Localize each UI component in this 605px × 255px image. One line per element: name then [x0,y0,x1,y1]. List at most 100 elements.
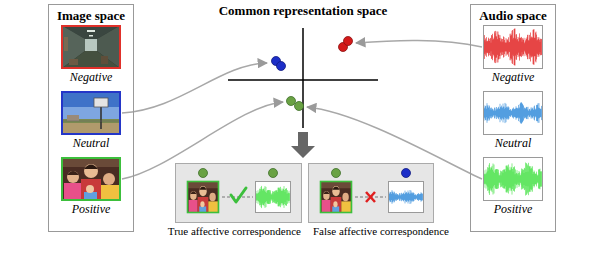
thumbnail-picture [61,157,121,201]
photo-ground [320,181,352,213]
photo-building [67,115,79,121]
waveform [484,29,542,66]
embedding-dot [332,169,341,178]
photo-doorway [85,39,97,51]
photo-person [322,200,331,213]
thumbnail-picture [483,157,543,201]
image-thumbnail: Positive [61,157,121,216]
photo-face [67,171,79,183]
wave-frame [484,92,543,135]
photo-fence [61,121,121,122]
thumbnail-border [62,92,120,134]
embedding-dot [277,62,286,71]
correspondence-box: False affective correspondence [308,163,434,223]
photo-pole [100,105,102,129]
photo-hair [84,165,98,170]
photo-face [84,164,98,178]
block-arrow [291,132,315,158]
thumbnail-label: Negative [492,70,535,84]
wave-ground [388,181,424,213]
audio-thumbnail: Neutral [483,91,543,150]
thumbnail-label: Neutral [73,136,110,150]
photo-sky [61,91,121,107]
photo-hair [67,171,79,175]
correspondence-box: True affective correspondence [175,163,302,223]
photo-face [199,186,206,196]
photo-hair [190,191,196,194]
photo-person [331,197,342,213]
thumbnail-label: Negative [70,70,113,84]
mapping-arrow [122,63,267,113]
photo-person [341,201,351,213]
space-panel: Audio spaceNegativeNeutralPositive [470,4,556,232]
photo-ground [187,181,219,213]
waveform [484,102,542,124]
photo-face [190,191,196,200]
cross-mark [366,192,375,202]
wave-ground [483,25,543,69]
photo-hair [332,186,339,189]
embedding-dot [269,169,278,178]
photo-person [101,185,119,201]
photo-sky [61,107,121,121]
photo-debris [69,59,78,65]
photo-face [342,193,348,202]
embedding-dot [344,37,353,46]
photo-light [87,30,95,32]
thumbnail-label: Positive [72,202,111,216]
photo-person [81,179,101,201]
correspondence-picture [309,164,433,222]
thumbnail-picture [61,91,121,135]
photo-face [209,193,215,202]
photo-backboard [94,98,108,107]
thumbnail-picture [61,25,121,69]
cross-mark [366,192,375,202]
panel-title: Image space [57,8,125,24]
check-mark [231,188,246,202]
photo-ground [61,25,121,69]
thumbnail-picture [483,25,543,69]
photo-ground [61,157,121,201]
embedding-dot [402,169,411,178]
wave-ground [255,181,291,213]
wave-frame [256,182,291,213]
waveform [256,186,290,208]
thumbnail-picture [483,91,543,135]
thumbnail-border [188,182,219,213]
thumbnail-border [62,158,120,200]
photo-face [332,186,339,196]
thumbnail-border [62,26,120,68]
photo-floor [61,51,121,69]
thumbnail-border [321,182,352,213]
correspondence-picture [176,164,301,222]
embedding-dot [199,169,208,178]
photo-debris [64,37,68,51]
photo-person [64,183,81,201]
thumbnail-label: Positive [494,202,533,216]
embedding-dot [295,102,304,111]
photo-face [323,191,329,200]
photo-hair [199,186,206,189]
vertical-axis [302,28,304,128]
waveform [484,163,542,196]
photo-person [198,197,209,213]
box-caption: True affective correspondence [168,225,301,237]
photo-person [189,200,198,213]
photo-face [200,201,204,207]
waveform [389,190,423,204]
wave-frame [484,158,543,201]
space-panel: Image spaceNegativeNeutralPositive [48,4,134,232]
photo-person [208,201,218,213]
wave-frame [389,182,424,213]
thumbnail-label: Neutral [495,136,532,150]
image-thumbnail: Negative [61,25,121,84]
wave-ground [483,157,543,201]
box-caption: False affective correspondence [313,225,449,237]
photo-face [103,173,115,185]
wave-ground [483,91,543,135]
photo-face [333,201,337,207]
embedding-dot [287,97,296,106]
audio-thumbnail: Negative [483,25,543,84]
mapping-arrow [356,40,482,47]
